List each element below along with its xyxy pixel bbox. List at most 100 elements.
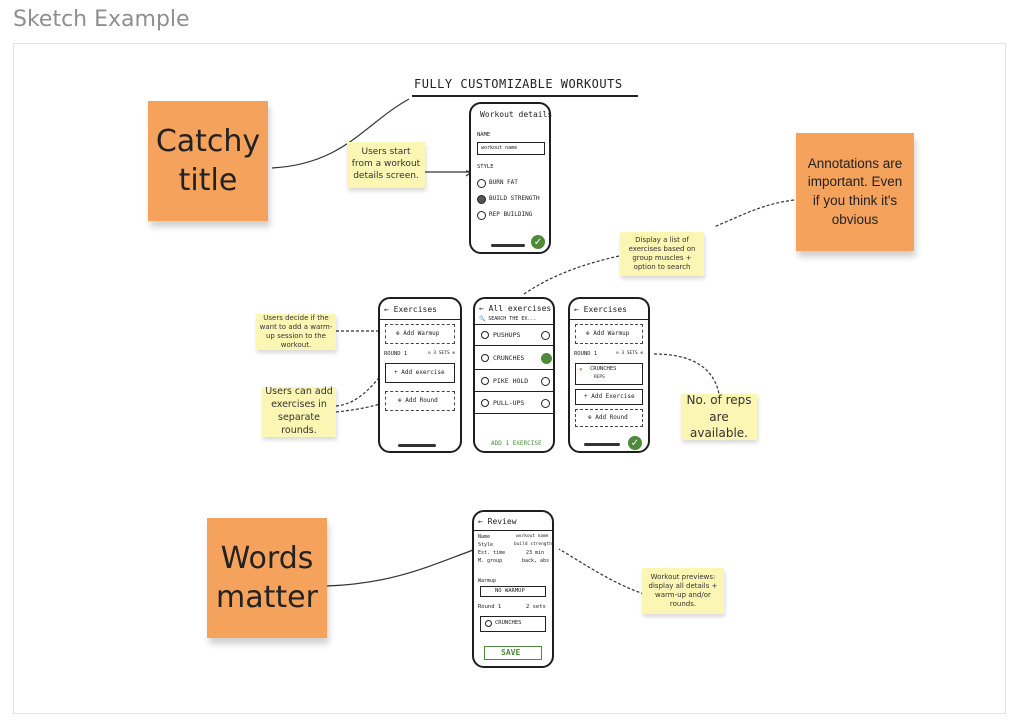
- round-sets[interactable]: ⊖ 3 SETS ⊕: [616, 351, 644, 356]
- add-round-button[interactable]: ⊕ Add Round: [575, 409, 643, 427]
- note-warmup-text: Users decide if the want to add a warm-u…: [259, 313, 333, 350]
- phone-exercises-title: ← Exercises: [384, 305, 437, 314]
- add-warmup-label: ⊕ Add Warmup: [586, 330, 630, 337]
- note-start-text: Users start from a workout details scree…: [351, 147, 421, 181]
- add-icon[interactable]: [541, 399, 550, 408]
- round-label: Round 1: [478, 604, 502, 610]
- option-burn-fat: BURN FAT: [489, 179, 518, 186]
- exercise-item[interactable]: PULL-UPS: [493, 399, 525, 407]
- phone-review[interactable]: ← Review Name workout name Style build s…: [472, 510, 554, 668]
- exercise-item[interactable]: PIKE HOLD: [493, 377, 529, 385]
- add-exercise-cta[interactable]: ADD 1 EXERCISE: [491, 440, 542, 447]
- round-sets[interactable]: ⊖ 3 SETS ⊕: [428, 351, 456, 356]
- add-round-label: ⊕ Add Round: [588, 414, 628, 421]
- review-label: Name: [478, 534, 491, 540]
- divider: [380, 319, 460, 320]
- add-icon[interactable]: [541, 331, 550, 340]
- play-icon: [485, 620, 492, 627]
- search-input[interactable]: 🔍 SEARCH THE EX...: [479, 316, 537, 322]
- phone-exercises2-title: ← Exercises: [574, 305, 627, 314]
- option-rep-building: REP BUILDING: [489, 211, 533, 218]
- sticky-catchy-text: Catchy title: [155, 124, 261, 198]
- note-display-list[interactable]: Display a list of exercises based on gro…: [620, 232, 704, 276]
- whiteboard-canvas[interactable]: FULLY CUSTOMIZABLE WORKOUTS Catchy title…: [13, 43, 1006, 714]
- board-header: FULLY CUSTOMIZABLE WORKOUTS: [414, 77, 623, 91]
- nav-bar: [398, 444, 436, 447]
- sticky-annotations[interactable]: Annotations are important. Even if you t…: [796, 133, 914, 251]
- sticky-words-matter[interactable]: Words matter: [207, 518, 327, 638]
- phone-all-title: ← All exercises: [479, 304, 552, 313]
- review-label: M. group: [478, 558, 503, 564]
- note-start[interactable]: Users start from a workout details scree…: [347, 142, 425, 188]
- divider: [475, 413, 553, 414]
- review-value: workout name: [516, 534, 549, 539]
- phone-review-title: ← Review: [478, 517, 517, 526]
- phone-details-title: Workout details: [480, 110, 553, 119]
- confirm-check-icon[interactable]: ✓: [531, 235, 545, 249]
- style-label: STYLE: [477, 164, 494, 170]
- note-display-text: Display a list of exercises based on gro…: [628, 235, 696, 272]
- add-exercise-button[interactable]: + Add exercise: [385, 363, 455, 383]
- selected-check-icon[interactable]: [541, 353, 552, 364]
- exercise-item[interactable]: CRUNCHES: [493, 354, 525, 362]
- review-value: build strength: [514, 542, 552, 547]
- note-warmup[interactable]: Users decide if the want to add a warm-u…: [256, 314, 336, 350]
- sticky-words-text: Words matter: [216, 541, 318, 615]
- exercise-name: CRUNCHES: [590, 366, 617, 372]
- radio-build-strength[interactable]: [477, 195, 486, 204]
- phone-exercises-filled[interactable]: ← Exercises ⊕ Add Warmup ROUND 1 ⊖ 3 SET…: [568, 297, 650, 453]
- play-icon: [481, 399, 489, 407]
- add-round-button[interactable]: ⊕ Add Round: [385, 391, 455, 411]
- divider: [475, 369, 553, 370]
- confirm-check-icon[interactable]: ✓: [628, 436, 642, 450]
- add-exercise-label: + Add Exercise: [584, 393, 635, 400]
- review-value: 23 min: [526, 550, 545, 556]
- phone-exercises[interactable]: ← Exercises ⊕ Add Warmup ROUND 1 ⊖ 3 SET…: [378, 297, 462, 453]
- name-field[interactable]: workout name: [477, 142, 545, 155]
- remove-icon[interactable]: ✕: [579, 366, 583, 373]
- review-exercise: CRUNCHES: [480, 616, 546, 632]
- sticky-catchy-title[interactable]: Catchy title: [148, 101, 268, 221]
- note-previews[interactable]: Workout previews: display all details + …: [642, 568, 724, 614]
- round-label: ROUND 1: [384, 351, 408, 357]
- round-sets: 2 sets: [526, 604, 546, 610]
- header-underline: [412, 95, 638, 97]
- note-rounds-text: Users can add exercises in separate roun…: [265, 386, 333, 436]
- add-exercise-button[interactable]: + Add Exercise: [575, 389, 643, 405]
- review-value: back, abs: [522, 558, 550, 564]
- add-round-label: ⊕ Add Round: [398, 397, 438, 404]
- warmup-value: NO WARMUP: [495, 588, 525, 594]
- save-button[interactable]: SAVE: [484, 646, 542, 660]
- save-label: SAVE: [501, 648, 521, 657]
- note-rounds[interactable]: Users can add exercises in separate roun…: [262, 386, 336, 437]
- add-warmup-button[interactable]: ⊕ Add Warmup: [385, 324, 455, 344]
- review-label: Style: [478, 542, 494, 548]
- warmup-label: Warmup: [478, 578, 497, 584]
- play-icon: [481, 331, 489, 339]
- phone-all-exercises[interactable]: ← All exercises 🔍 SEARCH THE EX... PUSHU…: [473, 297, 555, 453]
- exercise-item[interactable]: PUSHUPS: [493, 331, 521, 339]
- phone-workout-details[interactable]: Workout details NAME workout name STYLE …: [469, 102, 553, 254]
- name-value: workout name: [481, 145, 518, 151]
- divider: [475, 345, 553, 346]
- add-icon[interactable]: [541, 377, 550, 386]
- radio-rep-building[interactable]: [477, 211, 486, 220]
- exercise-entry[interactable]: ✕ CRUNCHES REPS: [575, 363, 643, 385]
- review-exercise-name: CRUNCHES: [495, 620, 522, 626]
- divider: [570, 319, 648, 320]
- add-warmup-button[interactable]: ⊕ Add Warmup: [575, 324, 643, 344]
- exercise-reps: REPS: [594, 375, 605, 380]
- review-label: Est. time: [478, 550, 506, 556]
- play-icon: [481, 377, 489, 385]
- name-label: NAME: [477, 132, 491, 138]
- option-build-strength: BUILD STRENGTH: [489, 195, 540, 202]
- note-previews-text: Workout previews: display all details + …: [648, 572, 718, 609]
- note-reps-text: No. of reps are available.: [686, 392, 752, 441]
- note-reps[interactable]: No. of reps are available.: [681, 393, 757, 440]
- divider: [475, 391, 553, 392]
- add-exercise-label: + Add exercise: [394, 369, 445, 376]
- nav-bar: [491, 244, 525, 247]
- round-label: ROUND 1: [574, 351, 598, 357]
- divider: [475, 324, 553, 325]
- radio-burn-fat[interactable]: [477, 179, 486, 188]
